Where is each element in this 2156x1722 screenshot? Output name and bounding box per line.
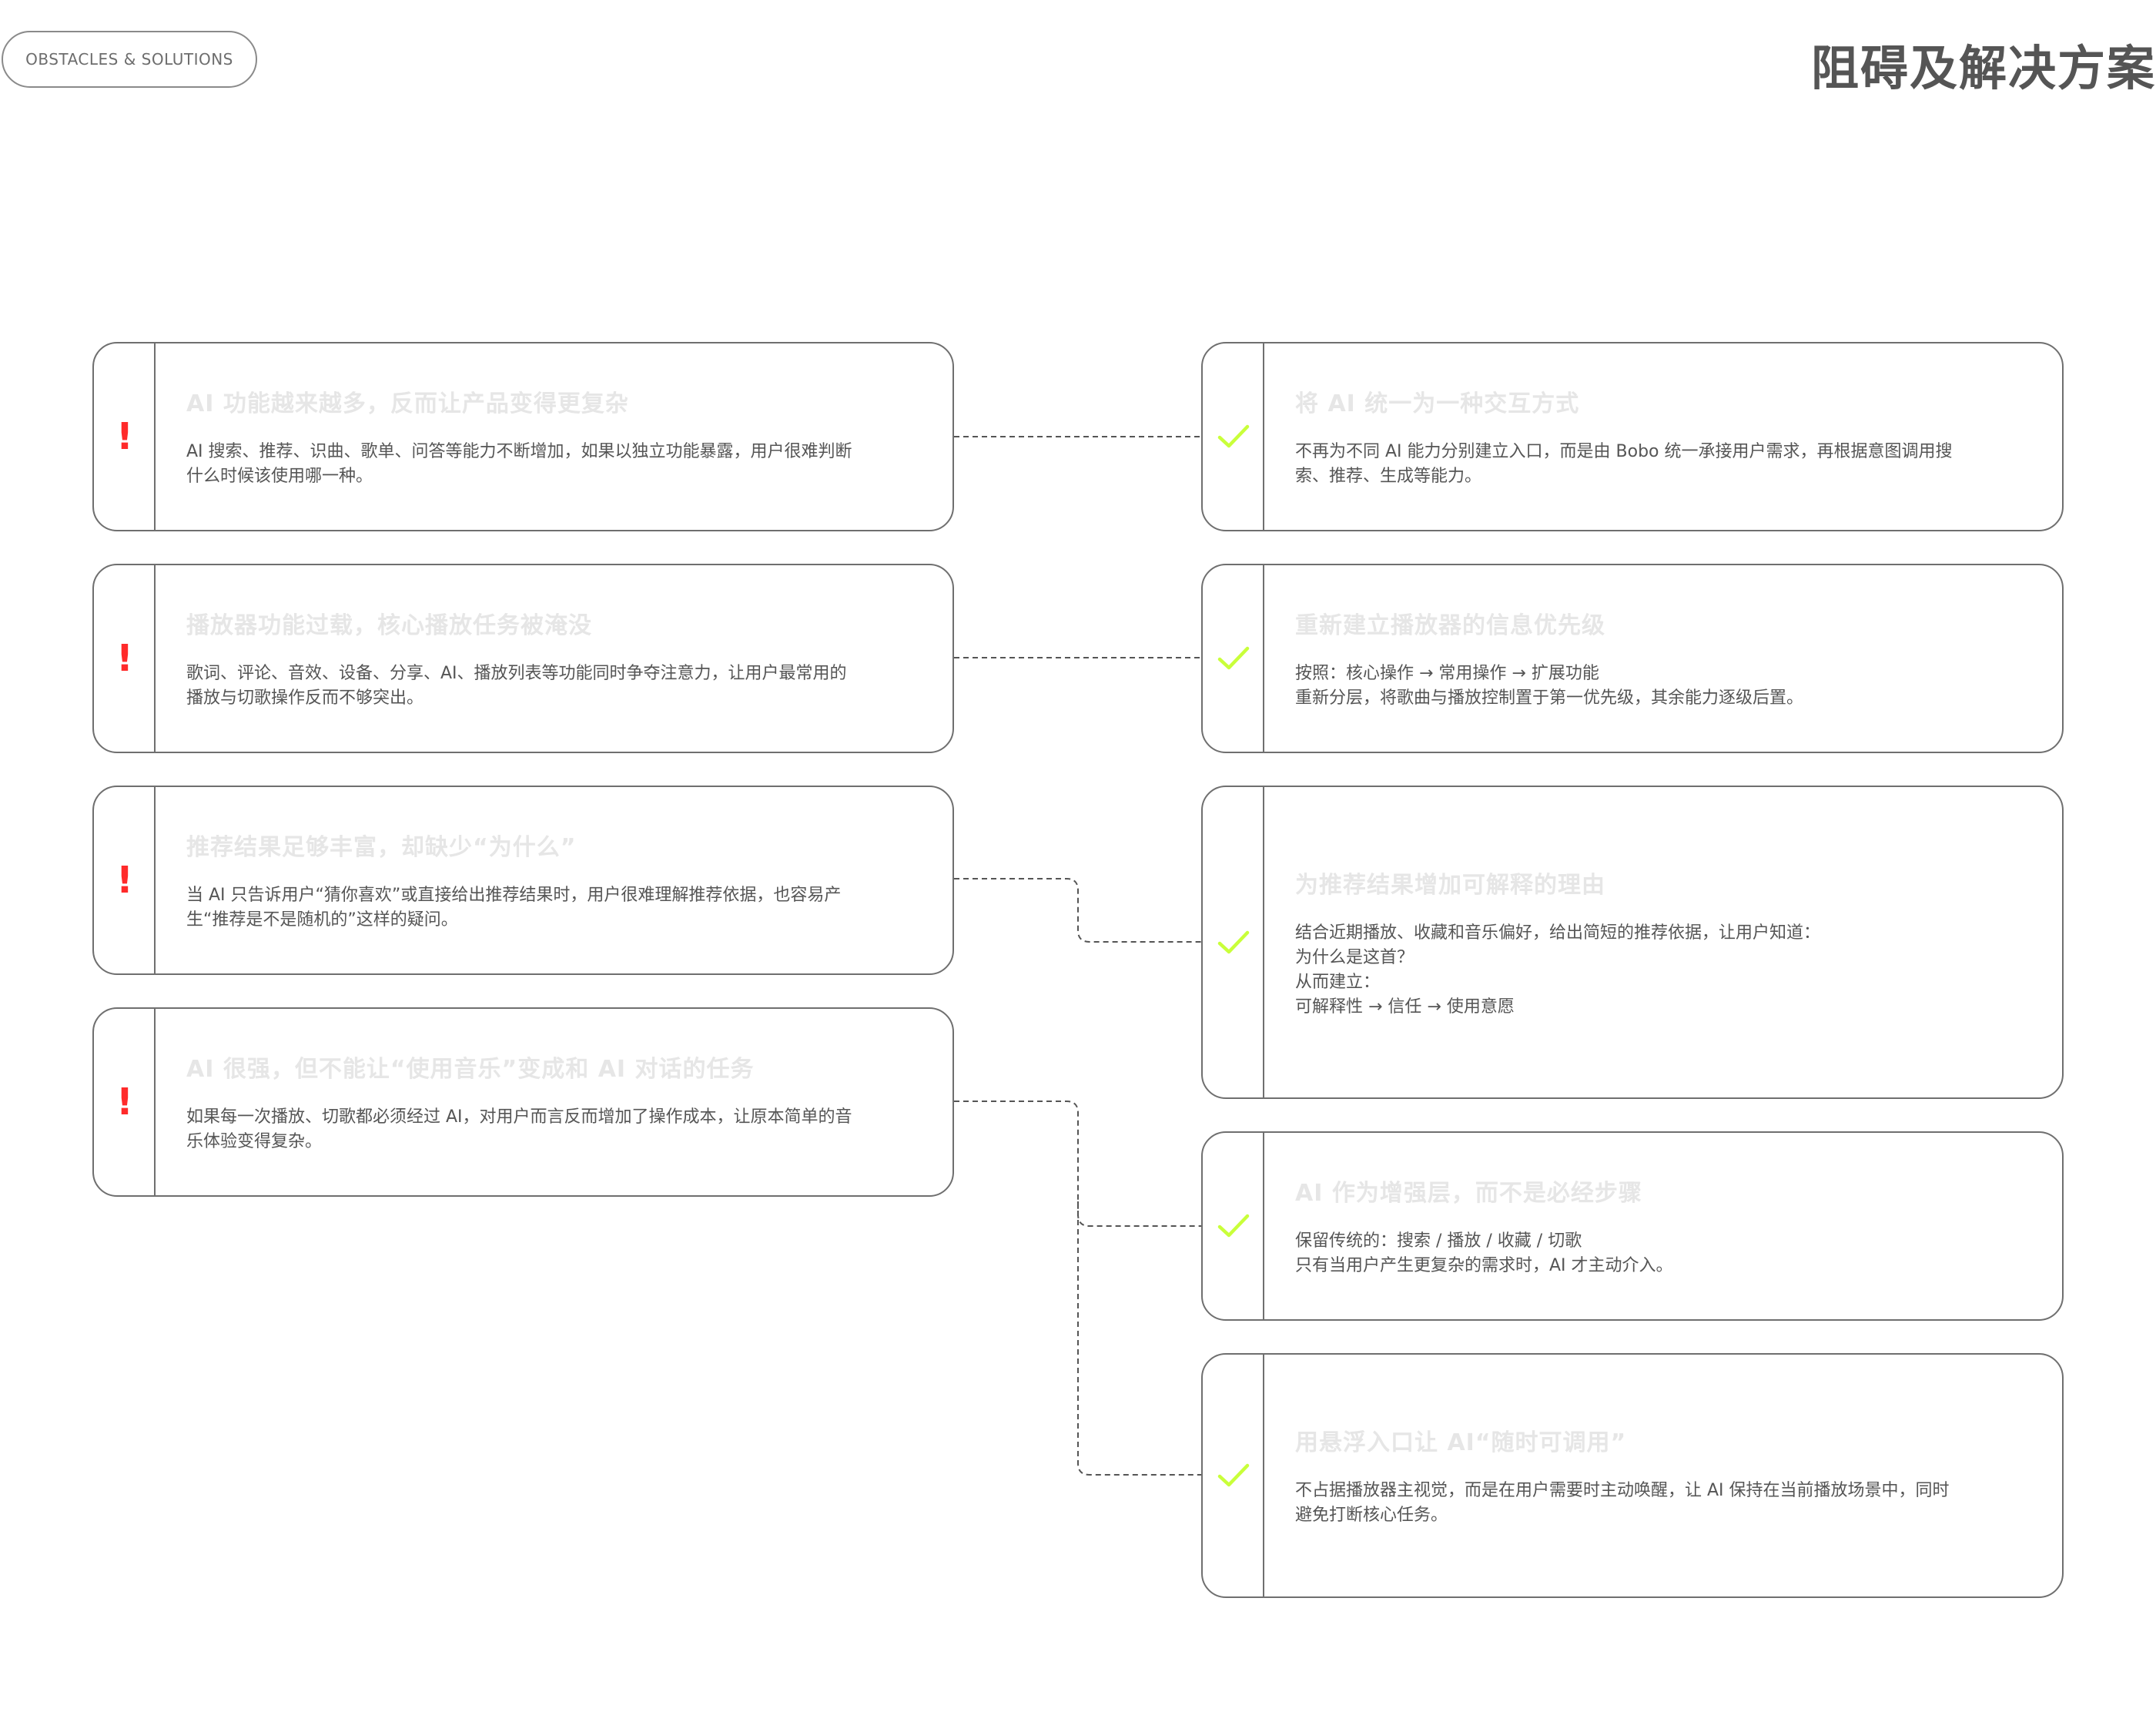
solution-title: 为推荐结果增加可解释的理由: [1295, 871, 1605, 899]
check-icon: [1203, 423, 1264, 451]
warning-icon: !: [116, 415, 133, 458]
connector-4: [954, 1101, 1201, 1227]
solution-card: 为推荐结果增加可解释的理由 结合近期播放、收藏和音乐偏好，给出简短的推荐依据，让…: [1201, 786, 2064, 1099]
warning-icon: !: [116, 637, 133, 680]
solution-description: 按照：核心操作 → 常用操作 → 扩展功能 重新分层，将歌曲与播放控制置于第一优…: [1295, 664, 1804, 708]
warning-icon: !: [116, 1080, 133, 1124]
page-title: 阻碍及解决方案: [1810, 40, 2156, 96]
obstacle-card: ! AI 很强，但不能让“使用音乐”变成和 AI 对话的任务 如果每一次播放、切…: [92, 1007, 954, 1197]
obstacle-card: ! 播放器功能过载，核心播放任务被淹没 歌词、评论、音效、设备、分享、AI、播放…: [92, 564, 954, 753]
obstacle-title: 播放器功能过载，核心播放任务被淹没: [186, 612, 592, 639]
solution-title: 重新建立播放器的信息优先级: [1295, 612, 1605, 639]
card-divider: [154, 343, 156, 530]
check-icon: [1203, 929, 1264, 956]
obstacle-description: 如果每一次播放、切歌都必须经过 AI，对用户而言反而增加了操作成本，让原本简单的…: [186, 1107, 852, 1151]
solution-description: 保留传统的：搜索 / 播放 / 收藏 / 切歌 只有当用户产生更复杂的需求时，A…: [1295, 1231, 1673, 1275]
section-tag: OBSTACLES & SOLUTIONS: [2, 31, 257, 88]
connector-5: [1077, 1201, 1201, 1476]
card-divider: [154, 787, 156, 973]
card-divider: [154, 565, 156, 752]
obstacle-title: AI 很强，但不能让“使用音乐”变成和 AI 对话的任务: [186, 1056, 755, 1083]
obstacle-description: 当 AI 只告诉用户“猜你喜欢”或直接给出推荐结果时，用户很难理解推荐依据，也容…: [186, 886, 842, 930]
card-divider: [1263, 565, 1264, 752]
solution-description: 结合近期播放、收藏和音乐偏好，给出简短的推荐依据，让用户知道： 为什么是这首？ …: [1295, 923, 1821, 1017]
solution-card: 用悬浮入口让 AI“随时可调用” 不占据播放器主视觉，而是在用户需要时主动唤醒，…: [1201, 1353, 2064, 1598]
solution-card: 重新建立播放器的信息优先级 按照：核心操作 → 常用操作 → 扩展功能 重新分层…: [1201, 564, 2064, 753]
card-divider: [1263, 1355, 1264, 1596]
solution-card: AI 作为增强层，而不是必经步骤 保留传统的：搜索 / 播放 / 收藏 / 切歌…: [1201, 1131, 2064, 1321]
obstacle-title: AI 功能越来越多，反而让产品变得更复杂: [186, 390, 629, 417]
card-divider: [154, 1009, 156, 1195]
card-divider: [1263, 787, 1264, 1097]
solution-title: AI 作为增强层，而不是必经步骤: [1295, 1180, 1642, 1207]
connector-3: [954, 878, 1201, 943]
check-icon: [1203, 645, 1264, 672]
warning-icon: !: [116, 859, 133, 902]
solution-title: 将 AI 统一为一种交互方式: [1295, 390, 1580, 417]
obstacle-description: 歌词、评论、音效、设备、分享、AI、播放列表等功能同时争夺注意力，让用户最常用的…: [186, 664, 847, 708]
card-divider: [1263, 1133, 1264, 1319]
solution-description: 不再为不同 AI 能力分别建立入口，而是由 Bobo 统一承接用户需求，再根据意…: [1295, 442, 1953, 486]
solution-description: 不占据播放器主视觉，而是在用户需要时主动唤醒，让 AI 保持在当前播放场景中，同…: [1295, 1481, 1950, 1525]
obstacle-card: ! AI 功能越来越多，反而让产品变得更复杂 AI 搜索、推荐、识曲、歌单、问答…: [92, 342, 954, 531]
obstacle-title: 推荐结果足够丰富，却缺少“为什么”: [186, 834, 577, 861]
obstacle-description: AI 搜索、推荐、识曲、歌单、问答等能力不断增加，如果以独立功能暴露，用户很难判…: [186, 442, 852, 486]
check-icon: [1203, 1462, 1264, 1489]
card-divider: [1263, 343, 1264, 530]
solution-card: 将 AI 统一为一种交互方式 不再为不同 AI 能力分别建立入口，而是由 Bob…: [1201, 342, 2064, 531]
check-icon: [1203, 1212, 1264, 1240]
obstacle-card: ! 推荐结果足够丰富，却缺少“为什么” 当 AI 只告诉用户“猜你喜欢”或直接给…: [92, 786, 954, 975]
solution-title: 用悬浮入口让 AI“随时可调用”: [1295, 1429, 1627, 1456]
